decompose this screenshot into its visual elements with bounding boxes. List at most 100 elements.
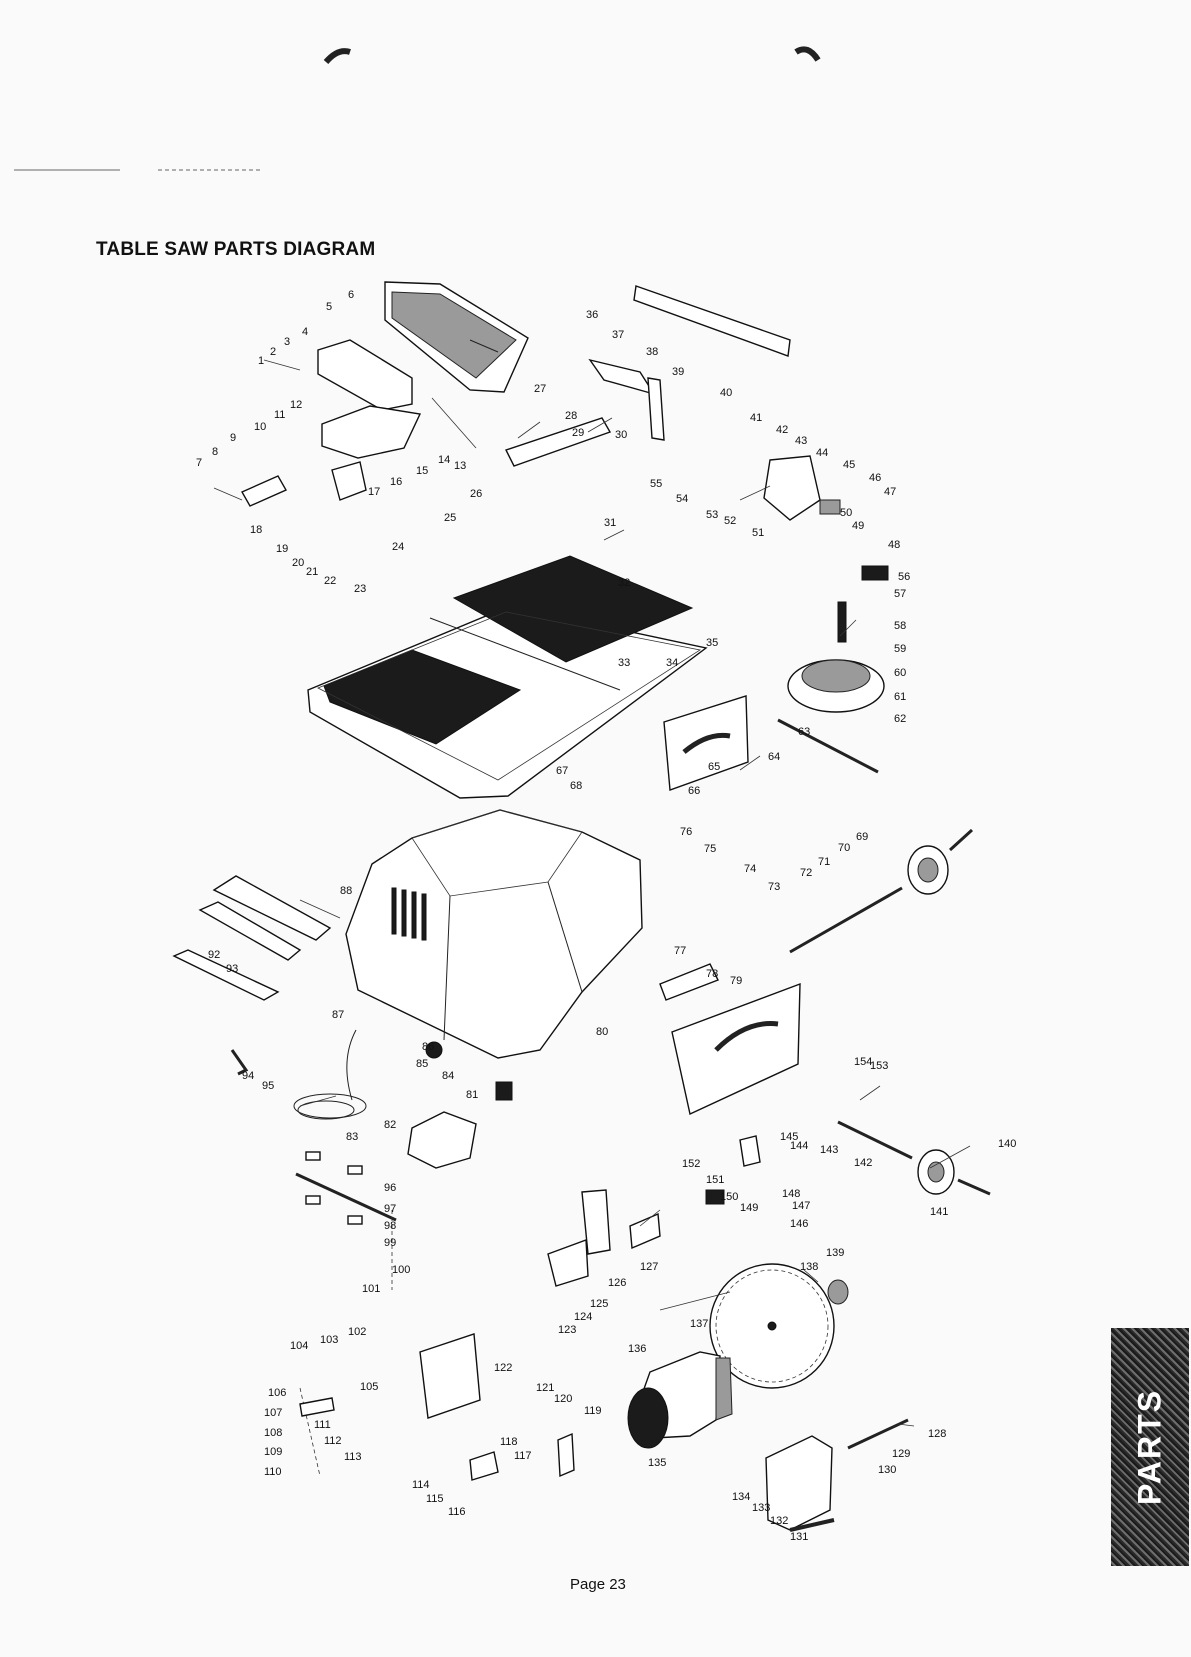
part-number-31: 31 — [604, 517, 616, 529]
part-number-154: 154 — [854, 1056, 872, 1068]
rear-plate — [663, 695, 749, 791]
blade-guard — [384, 281, 529, 393]
motor-bracket — [765, 1418, 909, 1532]
part-number-144: 144 — [790, 1140, 808, 1152]
part-number-labels: 1234567891011121314151617181920212223242… — [196, 289, 1016, 1543]
part-number-148: 148 — [782, 1188, 800, 1200]
part-number-111: 111 — [314, 1419, 331, 1431]
clamp-lever — [299, 1397, 335, 1417]
part-number-124: 124 — [574, 1311, 592, 1323]
part-number-40: 40 — [720, 387, 732, 399]
part-number-72: 72 — [800, 867, 812, 879]
scan-mark — [323, 48, 351, 65]
switch-box — [407, 1041, 513, 1169]
part-number-1: 1 — [258, 355, 264, 367]
part-number-48: 48 — [888, 539, 900, 551]
hex-key — [230, 1049, 249, 1076]
part-number-139: 139 — [826, 1247, 844, 1259]
part-number-63: 63 — [798, 726, 810, 738]
part-number-73: 73 — [768, 881, 780, 893]
part-number-82: 82 — [384, 1119, 396, 1131]
power-cord — [293, 1029, 367, 1120]
part-number-53: 53 — [706, 509, 718, 521]
part-number-35: 35 — [706, 637, 718, 649]
part-number-143: 143 — [820, 1144, 838, 1156]
part-number-131: 131 — [790, 1531, 808, 1543]
part-number-25: 25 — [444, 512, 456, 524]
part-number-12: 12 — [290, 399, 302, 411]
part-number-2: 2 — [270, 346, 276, 358]
part-number-24: 24 — [392, 541, 404, 553]
part-number-44: 44 — [816, 447, 828, 459]
part-number-137: 137 — [690, 1318, 708, 1330]
tilt-bracket — [299, 1333, 499, 1481]
handwheel-lower — [837, 1120, 991, 1196]
linkage-rod — [295, 1151, 397, 1290]
page-number: Page 23 — [570, 1576, 626, 1593]
part-number-16: 16 — [390, 476, 402, 488]
part-number-100: 100 — [392, 1264, 410, 1276]
part-number-107: 107 — [264, 1407, 282, 1419]
part-number-80: 80 — [596, 1026, 608, 1038]
part-number-120: 120 — [554, 1393, 572, 1405]
part-number-30: 30 — [615, 429, 627, 441]
part-number-6: 6 — [348, 289, 354, 301]
handwheel-upper — [789, 828, 974, 954]
part-number-84: 84 — [442, 1070, 454, 1082]
part-number-15: 15 — [416, 465, 428, 477]
part-number-5: 5 — [326, 301, 332, 313]
part-number-77: 77 — [674, 945, 686, 957]
part-number-81: 81 — [466, 1089, 478, 1101]
parts-section-tab-label: PARTS — [1131, 1388, 1168, 1506]
guard-bracket — [241, 339, 422, 507]
arbor-lock — [705, 1135, 761, 1205]
part-number-36: 36 — [586, 309, 598, 321]
part-number-22: 22 — [324, 575, 336, 587]
part-number-21: 21 — [306, 566, 318, 578]
part-number-147: 147 — [792, 1200, 810, 1212]
part-number-129: 129 — [892, 1448, 910, 1460]
part-number-105: 105 — [360, 1381, 378, 1393]
part-number-127: 127 — [640, 1261, 658, 1273]
trunnion-plate — [659, 963, 801, 1116]
part-number-37: 37 — [612, 329, 624, 341]
part-number-113: 113 — [344, 1451, 362, 1463]
parts-section-tab[interactable]: PARTS — [1111, 1328, 1189, 1566]
part-number-133: 133 — [752, 1502, 770, 1514]
part-number-109: 109 — [264, 1446, 282, 1458]
part-number-68: 68 — [570, 780, 582, 792]
part-number-122: 122 — [494, 1362, 512, 1374]
part-number-38: 38 — [646, 346, 658, 358]
part-number-9: 9 — [230, 432, 236, 444]
part-number-65: 65 — [708, 761, 720, 773]
part-number-64: 64 — [768, 751, 780, 763]
part-number-132: 132 — [770, 1515, 788, 1527]
part-number-17: 17 — [368, 486, 380, 498]
part-number-126: 126 — [608, 1277, 626, 1289]
support-brackets — [505, 285, 791, 467]
part-number-95: 95 — [262, 1080, 274, 1092]
part-number-66: 66 — [688, 785, 700, 797]
part-number-94: 94 — [242, 1070, 254, 1082]
part-number-99: 99 — [384, 1237, 396, 1249]
part-number-88: 88 — [340, 885, 352, 897]
part-number-3: 3 — [284, 336, 290, 348]
part-number-92: 92 — [208, 949, 220, 961]
part-number-150: 150 — [720, 1191, 738, 1203]
part-number-112: 112 — [324, 1435, 342, 1447]
part-number-118: 118 — [500, 1436, 518, 1448]
part-number-42: 42 — [776, 424, 788, 436]
part-number-14: 14 — [438, 454, 450, 466]
part-number-41: 41 — [750, 412, 762, 424]
part-number-79: 79 — [730, 975, 742, 987]
part-number-98: 98 — [384, 1220, 396, 1232]
part-number-26: 26 — [470, 488, 482, 500]
part-number-138: 138 — [800, 1261, 818, 1273]
part-number-61: 61 — [894, 691, 906, 703]
diagram-title: TABLE SAW PARTS DIAGRAM — [96, 239, 376, 260]
part-number-104: 104 — [290, 1340, 308, 1352]
part-number-29: 29 — [572, 427, 584, 439]
part-number-39: 39 — [672, 366, 684, 378]
part-number-57: 57 — [894, 588, 906, 600]
